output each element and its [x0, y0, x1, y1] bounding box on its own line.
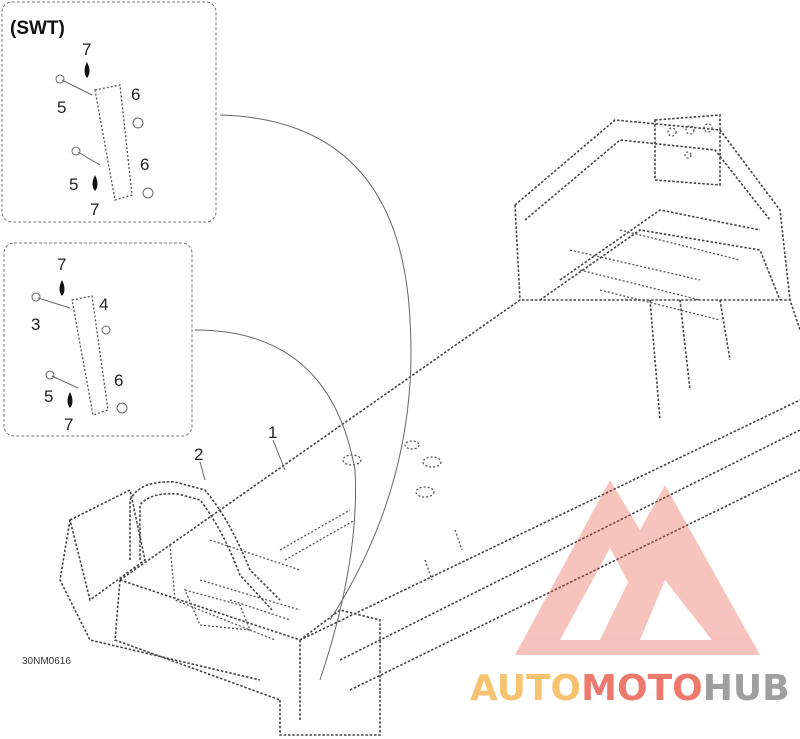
- drop-icon: [59, 280, 65, 296]
- inset-std-callout: 3: [31, 315, 40, 334]
- inset-swt: (SWT) 7 5 6 5 6 7: [1, 1, 217, 223]
- watermark-part2: MOTO: [581, 668, 703, 709]
- watermark-triangle-icon: [515, 480, 760, 655]
- front-bumper-loop: [129, 481, 281, 641]
- inset-swt-callout: 7: [82, 40, 91, 59]
- callout-main-1: 1: [268, 423, 277, 442]
- inset-std-callout: 6: [114, 371, 123, 390]
- inset-std-callout: 4: [99, 295, 108, 314]
- chassis-tunnel: [59, 299, 800, 736]
- watermark-part1: AUTO: [470, 668, 581, 709]
- inset-standard: 7 3 4 5 6 7: [3, 242, 193, 437]
- rear-rack: [514, 114, 791, 421]
- watermark-part3: HUB: [703, 668, 790, 709]
- drop-icon: [84, 62, 90, 78]
- inset-swt-callout: 5: [57, 98, 66, 117]
- figure-code: 30NM0616: [22, 656, 71, 667]
- inset-std-callout: 5: [44, 387, 53, 406]
- leader-curve-bottom: [194, 329, 357, 681]
- inset-swt-callout: 6: [140, 155, 149, 174]
- inset-swt-callout: 6: [131, 85, 140, 104]
- inset-std-callout: 7: [64, 415, 73, 434]
- watermark-logo: AUTOMOTOHUB: [470, 480, 790, 709]
- callout-main-2: 2: [194, 445, 203, 464]
- inset-swt-callout: 5: [69, 175, 78, 194]
- leader-curve-top: [219, 114, 412, 621]
- drop-icon: [92, 175, 98, 191]
- inset-swt-title: (SWT): [10, 18, 65, 39]
- drop-icon: [67, 392, 73, 408]
- inset-swt-callout: 7: [90, 200, 99, 219]
- inset-std-callout: 7: [57, 255, 66, 274]
- svg-text:AUTOMOTOHUB: AUTOMOTOHUB: [470, 668, 790, 709]
